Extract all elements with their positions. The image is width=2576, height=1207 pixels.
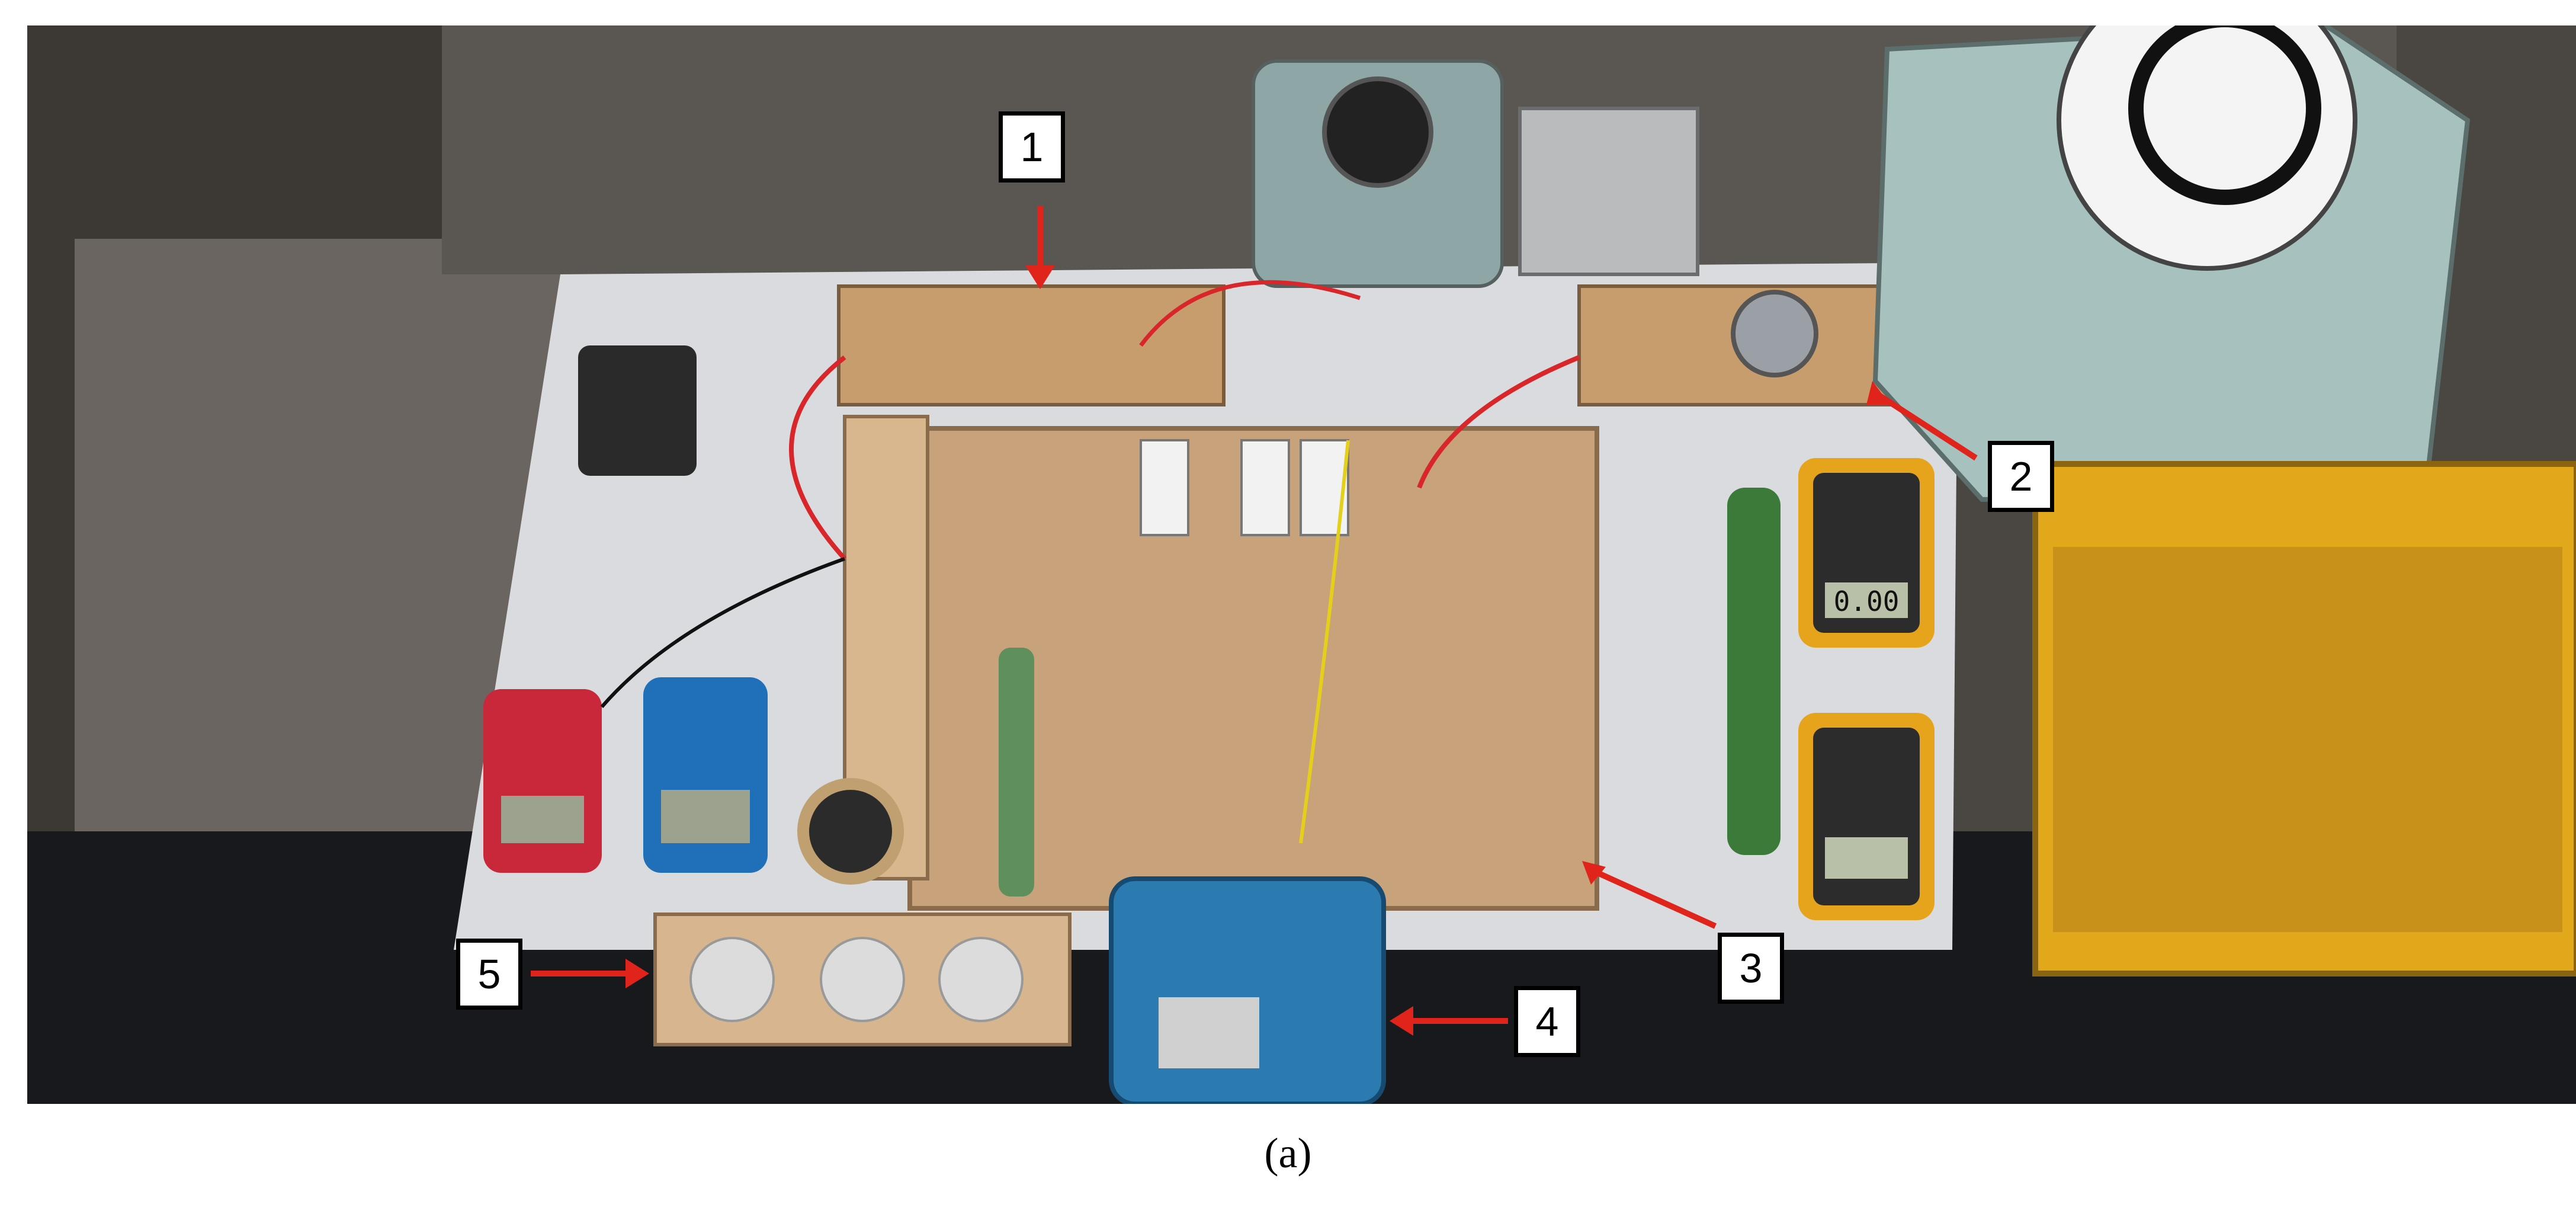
junction-box	[1518, 107, 1699, 276]
cage-mesh	[2053, 547, 2562, 932]
motor-nameplate	[1159, 997, 1259, 1068]
wire-red-1	[789, 355, 846, 561]
multimeter-blue	[643, 677, 768, 873]
callout-1: 1	[999, 111, 1065, 183]
wire-red-2	[1417, 355, 1580, 489]
callout-5: 5	[456, 939, 522, 1010]
multimeter-red	[483, 689, 602, 873]
lamp-2	[820, 937, 905, 1022]
figure-caption: (a)	[1264, 1129, 1312, 1177]
lamp-1	[689, 937, 775, 1022]
lamp-3	[938, 937, 1024, 1022]
arrow-2-head	[1866, 381, 1890, 405]
experimental-setup-photo: 0.00	[27, 25, 2576, 1104]
wire-red-3	[1139, 280, 1361, 347]
multimeter-blue-screen	[661, 790, 750, 843]
fan	[1731, 290, 1818, 377]
arrow-3	[1589, 867, 1717, 929]
wire-yellow-1	[1299, 440, 1350, 844]
floor-slab	[75, 239, 560, 861]
multimeter-yellow-top-reading: 0.00	[1834, 585, 1900, 617]
callout-3: 3	[1718, 933, 1784, 1004]
multimeter-yellow-top-screen	[1825, 582, 1908, 618]
arrow-3-head	[1582, 861, 1606, 885]
breaker-1	[1140, 439, 1189, 536]
rheostat-right	[1727, 488, 1781, 855]
arrow-1-head	[1025, 265, 1055, 289]
multimeter-black	[578, 345, 697, 476]
multimeter-yellow-bottom-screen	[1825, 837, 1908, 879]
arrow-2	[1874, 390, 1978, 461]
rheostat-left	[999, 648, 1034, 897]
induction-motor	[1109, 876, 1386, 1104]
toroidal-transformer	[797, 778, 904, 885]
callout-4: 4	[1514, 986, 1580, 1057]
wire-black-1	[600, 557, 846, 708]
arrow-4-head	[1390, 1006, 1413, 1036]
breaker-2	[1240, 439, 1290, 536]
arrow-5-head	[625, 959, 649, 988]
callout-2: 2	[1988, 441, 2054, 512]
small-variac-knob	[1322, 76, 1433, 188]
multimeter-red-screen	[501, 796, 584, 843]
large-variac-handwheel	[2128, 25, 2321, 205]
electronics-box-1	[837, 284, 1226, 406]
